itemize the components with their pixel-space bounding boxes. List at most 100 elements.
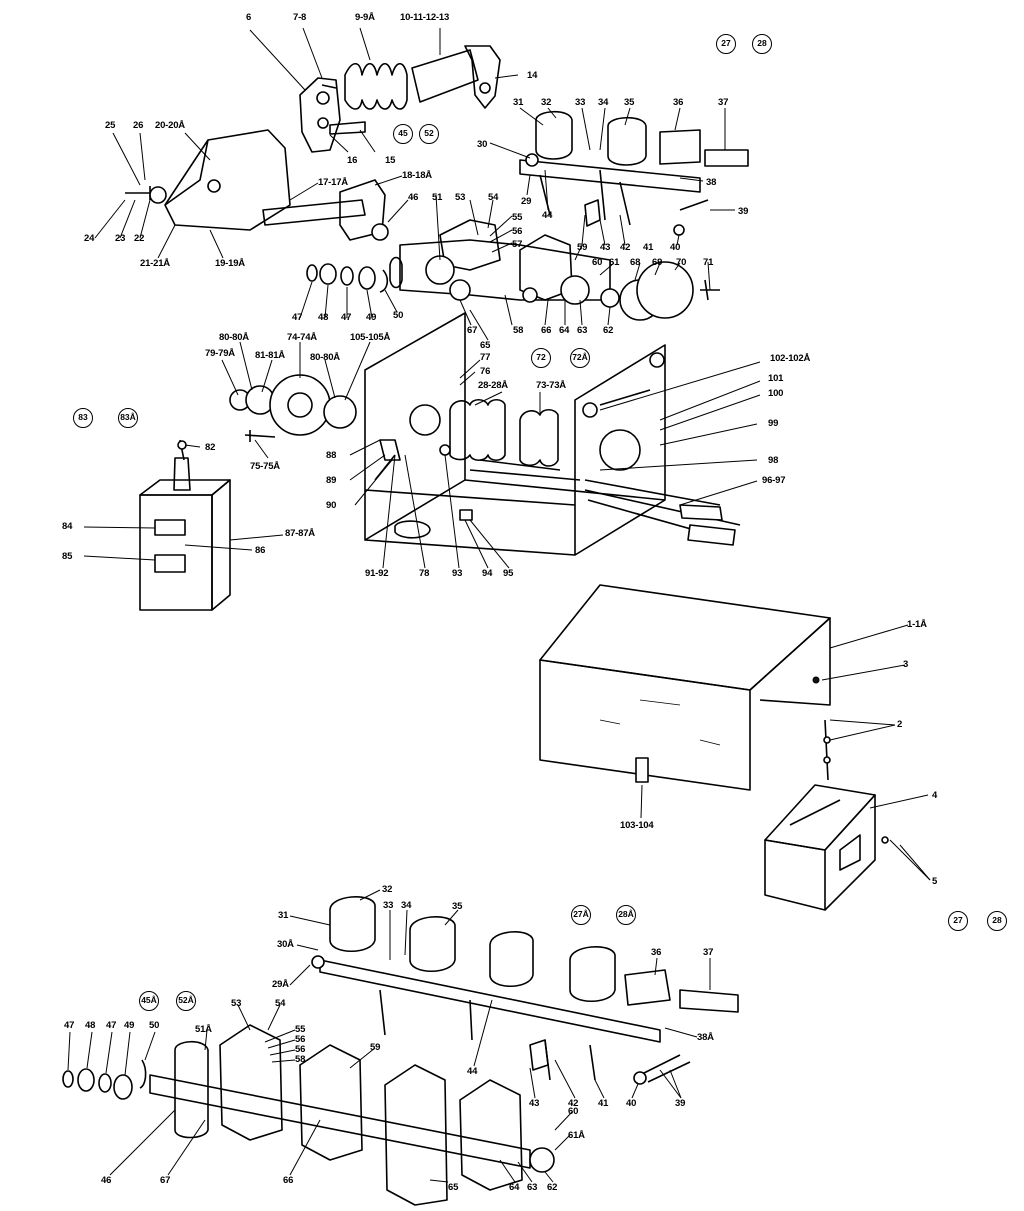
label-60: 60 <box>592 257 603 268</box>
label-23: 23 <box>115 233 126 244</box>
lower-label-31: 31 <box>278 910 289 921</box>
label-78: 78 <box>419 568 430 579</box>
lower-label-67: 67 <box>160 1175 171 1186</box>
label-65: 65 <box>480 340 491 351</box>
lower-label-61a: 61Å <box>568 1130 585 1141</box>
label-64: 64 <box>559 325 570 336</box>
label-94: 94 <box>482 568 493 579</box>
lower-label-54: 54 <box>275 998 286 1009</box>
lower-label-48: 48 <box>85 1020 96 1031</box>
label-84: 84 <box>62 521 73 532</box>
ref-circle-72: 72 <box>531 348 551 368</box>
label-70: 70 <box>676 257 687 268</box>
label-24: 24 <box>84 233 95 244</box>
lower-label-50: 50 <box>149 1020 160 1031</box>
label-29: 29 <box>521 196 532 207</box>
lower-label-56: 56 <box>295 1034 306 1045</box>
label-41: 41 <box>643 242 654 253</box>
label-14: 14 <box>527 70 538 81</box>
label-100: 100 <box>768 388 784 399</box>
label-96-97: 96-97 <box>762 475 786 486</box>
cam-shaft-assembly-upper <box>519 110 749 236</box>
label-1-1a: 1-1Å <box>907 619 927 630</box>
label-49: 49 <box>366 312 377 323</box>
lower-label-53: 53 <box>231 998 242 1009</box>
label-87-87a: 87-87Å <box>285 528 315 539</box>
label-66: 66 <box>541 325 552 336</box>
label-28-28a: 28-28Å <box>478 380 508 391</box>
label-59: 59 <box>577 242 588 253</box>
label-19-19a: 19-19Å <box>215 258 245 269</box>
ref-circle-83: 83 <box>73 408 93 428</box>
lower-label-49: 49 <box>124 1020 135 1031</box>
lower-label-55: 55 <box>295 1024 306 1035</box>
lower-cam-shaft-assembly <box>311 895 739 1085</box>
ref-circle-52a: 52Å <box>176 991 196 1011</box>
lower-label-40: 40 <box>626 1098 637 1109</box>
ref-circle-28-lower: 28 <box>987 911 1007 931</box>
label-22: 22 <box>134 233 145 244</box>
lower-clutch-assembly <box>62 1024 555 1206</box>
label-68: 68 <box>630 257 641 268</box>
label-61: 61 <box>609 257 620 268</box>
lower-label-46: 46 <box>101 1175 112 1186</box>
label-20-20a: 20-20Å <box>155 120 185 131</box>
lower-label-62: 62 <box>547 1182 558 1193</box>
label-71: 71 <box>703 257 714 268</box>
lower-label-35: 35 <box>452 901 463 912</box>
lower-label-43: 43 <box>529 1098 540 1109</box>
label-53: 53 <box>455 192 466 203</box>
label-16: 16 <box>347 155 358 166</box>
lower-label-39: 39 <box>675 1098 686 1109</box>
label-46: 46 <box>408 192 419 203</box>
lower-label-34: 34 <box>401 900 412 911</box>
label-91-92: 91-92 <box>365 568 389 579</box>
washers-row <box>306 263 389 293</box>
label-30: 30 <box>477 139 488 150</box>
label-40: 40 <box>670 242 681 253</box>
label-57: 57 <box>512 239 523 250</box>
label-38: 38 <box>706 177 717 188</box>
label-2: 2 <box>897 719 903 730</box>
label-21-21a: 21-21Å <box>140 258 170 269</box>
label-50: 50 <box>393 310 404 321</box>
lower-label-47b: 47 <box>106 1020 117 1031</box>
leader-lines <box>67 27 931 1183</box>
lower-label-63: 63 <box>527 1182 538 1193</box>
ref-circle-72a: 72Å <box>570 348 590 368</box>
label-26: 26 <box>133 120 144 131</box>
label-4: 4 <box>932 790 938 801</box>
lower-label-51a: 51Å <box>195 1024 212 1035</box>
label-86: 86 <box>255 545 266 556</box>
lower-label-33: 33 <box>383 900 394 911</box>
flange-hub-right <box>619 261 720 321</box>
label-80-80a-2: 80-80Å <box>310 352 340 363</box>
label-31: 31 <box>513 97 524 108</box>
lower-label-29a: 29Å <box>272 979 289 990</box>
label-25: 25 <box>105 120 116 131</box>
ref-circle-52: 52 <box>419 124 439 144</box>
cover <box>539 584 831 791</box>
label-32: 32 <box>541 97 552 108</box>
label-54: 54 <box>488 192 499 203</box>
lower-label-64: 64 <box>509 1182 520 1193</box>
label-42: 42 <box>620 242 631 253</box>
label-17-17a: 17-17Å <box>318 177 348 188</box>
ref-circle-28a: 28Å <box>616 905 636 925</box>
ref-circle-45: 45 <box>393 124 413 144</box>
ref-circle-45a: 45Å <box>139 991 159 1011</box>
label-67: 67 <box>467 325 478 336</box>
label-82: 82 <box>205 442 216 453</box>
lower-label-56b: 56 <box>295 1044 306 1055</box>
label-18-18a: 18-18Å <box>402 170 432 181</box>
label-9-9a: 9-9Å <box>355 12 375 23</box>
ref-circle-27a: 27Å <box>571 905 591 925</box>
label-75-75a: 75-75Å <box>250 461 280 472</box>
label-5: 5 <box>932 876 938 887</box>
lower-label-60: 60 <box>568 1106 579 1117</box>
ref-circle-27: 27 <box>716 34 736 54</box>
lower-label-37: 37 <box>703 947 714 958</box>
label-93: 93 <box>452 568 463 579</box>
lower-label-66: 66 <box>283 1175 294 1186</box>
